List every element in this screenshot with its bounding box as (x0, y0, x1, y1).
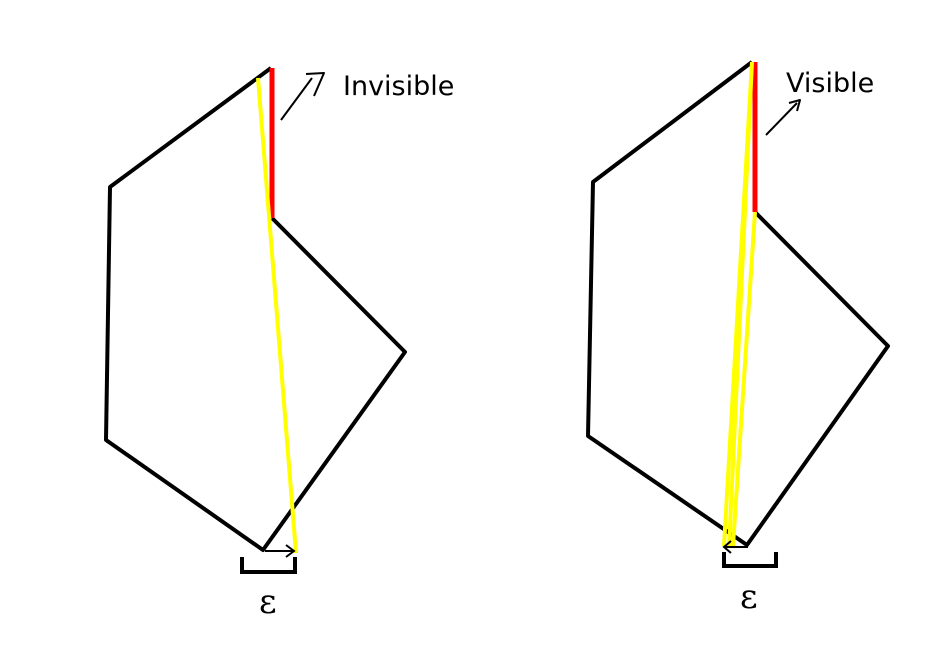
right-epsilon-label: ε (740, 577, 758, 617)
right-epsilon-bracket (722, 552, 778, 568)
right-annotation-arrow (765, 99, 801, 136)
left-polygon-outline (104, 66, 407, 552)
left-panel: ε Invisible (104, 66, 454, 622)
right-polygon-outline (586, 60, 890, 547)
right-visibility-label: Visible (786, 68, 874, 99)
left-annotation-arrow (280, 72, 325, 121)
right-epsilon-arrow (722, 540, 748, 554)
right-yellow-rays (722, 61, 757, 549)
left-epsilon-arrow (265, 544, 296, 558)
left-visibility-label: Invisible (343, 71, 454, 102)
left-epsilon-bracket (240, 557, 297, 574)
left-yellow-ray (256, 77, 298, 554)
left-epsilon-label: ε (259, 582, 277, 622)
right-panel: ε Visible (586, 60, 890, 617)
